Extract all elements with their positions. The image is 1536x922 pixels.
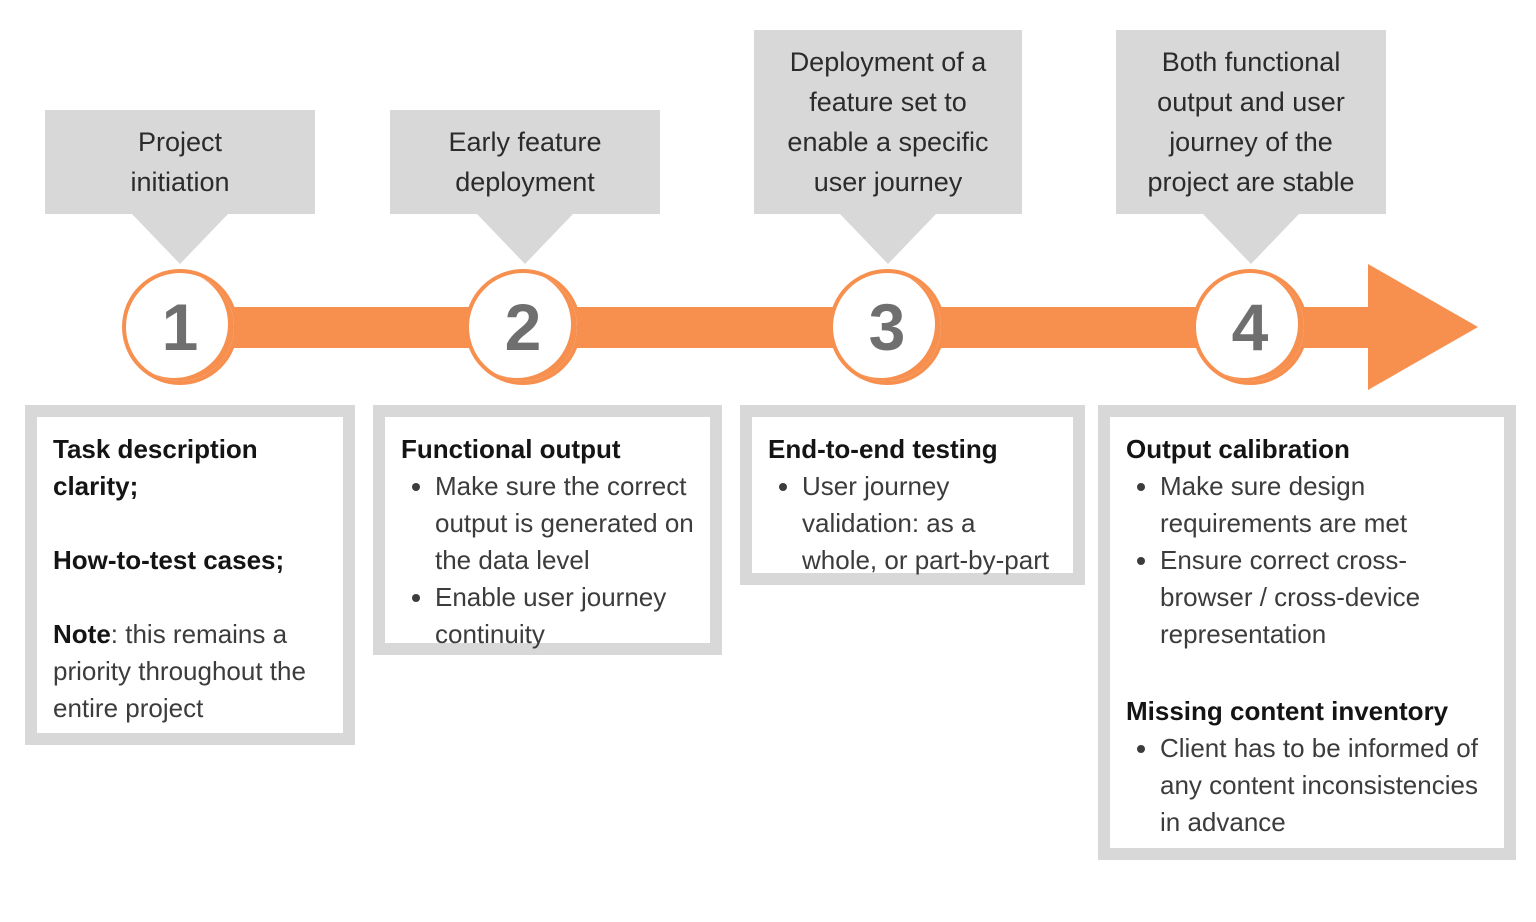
step-3-marker: 3: [829, 269, 945, 385]
callout-tail-down-icon: [840, 214, 936, 264]
box1-note-text: : this remains a priority throughout the…: [53, 619, 306, 723]
box4-heading-missing-content: Missing content inventory: [1126, 696, 1449, 726]
callout-step-1: Project initiation: [45, 110, 315, 264]
box1-heading-how-to-test: How-to-test cases;: [53, 545, 285, 575]
list-item: Make sure design requirements are met: [1160, 468, 1488, 542]
callout-step-2-label: Early feature deployment: [448, 127, 602, 197]
step-2-number: 2: [504, 290, 542, 364]
step-4-number: 4: [1231, 290, 1269, 364]
box1-note: Note: this remains a priority throughout…: [53, 616, 327, 727]
timeline-bar: [180, 307, 1370, 348]
callout-step-4: Both functional output and user journey …: [1116, 30, 1386, 264]
box1-heading-task-description: Task description clarity;: [53, 434, 258, 501]
details-box-step-3: End-to-end testing User journey validati…: [740, 405, 1085, 585]
arrow-right-icon: [1368, 264, 1478, 390]
step-1-number: 1: [161, 290, 199, 364]
list-item: Ensure correct cross-browser / cross-dev…: [1160, 542, 1488, 653]
step-4-marker: 4: [1192, 269, 1308, 385]
callout-step-2: Early feature deployment: [390, 110, 660, 264]
box4-bullet-list-2: Client has to be informed of any content…: [1126, 730, 1488, 841]
callout-step-3: Deployment of a feature set to enable a …: [754, 30, 1022, 264]
list-item: Enable user journey continuity: [435, 579, 694, 653]
callout-tail-down-icon: [1203, 214, 1299, 264]
box3-heading: End-to-end testing: [768, 434, 998, 464]
callout-tail-down-icon: [132, 214, 228, 264]
list-item: Client has to be informed of any content…: [1160, 730, 1488, 841]
box2-bullet-list: Make sure the correct output is generate…: [401, 468, 694, 653]
list-item: Make sure the correct output is generate…: [435, 468, 694, 579]
box4-heading-output-calibration: Output calibration: [1126, 434, 1350, 464]
callout-step-3-label: Deployment of a feature set to enable a …: [787, 47, 989, 197]
step-1-marker: 1: [122, 269, 238, 385]
details-box-step-4: Output calibration Make sure design requ…: [1098, 405, 1516, 860]
spacer: [1126, 653, 1488, 693]
step-2-marker: 2: [465, 269, 581, 385]
callout-step-4-label: Both functional output and user journey …: [1147, 47, 1355, 197]
callout-tail-down-icon: [477, 214, 573, 264]
callout-step-1-label: Project initiation: [130, 127, 230, 197]
box2-heading: Functional output: [401, 434, 621, 464]
details-box-step-2: Functional output Make sure the correct …: [373, 405, 722, 655]
step-3-number: 3: [868, 290, 906, 364]
details-box-step-1: Task description clarity; How-to-test ca…: [25, 405, 355, 745]
box3-bullet-list: User journey validation: as a whole, or …: [768, 468, 1057, 579]
box1-note-label: Note: [53, 619, 111, 649]
box4-bullet-list-1: Make sure design requirements are met En…: [1126, 468, 1488, 653]
list-item: User journey validation: as a whole, or …: [802, 468, 1057, 579]
